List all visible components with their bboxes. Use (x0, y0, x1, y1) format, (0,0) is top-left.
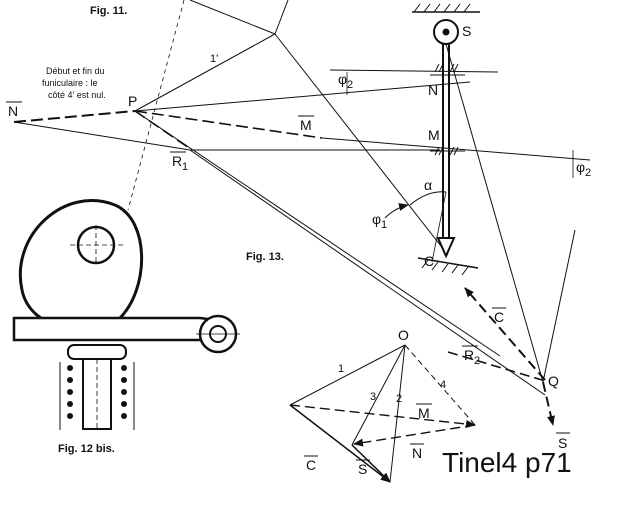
vector-s-poly (351, 444, 391, 483)
label-phi1-sub: 1 (381, 219, 387, 231)
hatch-m (430, 146, 465, 156)
hatch-n (430, 63, 465, 76)
label-s-pin: S (462, 23, 471, 39)
line-p-to-m (134, 110, 323, 139)
line-n-to-p (13, 110, 136, 123)
label-m-hinge: M (428, 127, 440, 143)
label-c-hinge: C (424, 253, 434, 269)
spring-coils (67, 365, 127, 419)
cam-profile (18, 199, 144, 332)
label-poly-n: N (412, 445, 422, 461)
handwritten-reference: Tinel4 p71 (442, 447, 572, 478)
ray-n-lower (13, 121, 191, 151)
label-r2-sub: 2 (474, 355, 480, 367)
bottom-wall (417, 257, 479, 269)
fig-12bis-cam (12, 199, 240, 430)
label-m-bar: M (300, 117, 312, 133)
follower-cap (67, 344, 127, 360)
note-line-1: Début et fin du (46, 66, 105, 76)
label-poly-s: S (358, 461, 367, 477)
vector-s (542, 381, 555, 426)
label-poly-2: 2 (396, 393, 402, 405)
label-poly-1: 1 (338, 363, 344, 375)
vector-c (464, 287, 546, 381)
label-c-vector: C (494, 309, 504, 325)
label-phi1: φ (372, 211, 381, 227)
alpha-arc (409, 191, 447, 206)
note-line-2: funiculaire : le (42, 78, 98, 88)
label-r1: R (172, 153, 182, 169)
fig-13-caption: Fig. 13. (246, 251, 284, 263)
label-r2: R (464, 347, 474, 363)
fig-11-caption: Fig. 11. (90, 5, 127, 17)
ray-junction-a (189, 0, 276, 35)
label-poly-3: 3 (370, 391, 376, 403)
label-o: O (398, 327, 409, 343)
label-poly-c: C (306, 457, 316, 473)
fig-11-funicular (13, 0, 591, 396)
phi1-arc (384, 203, 409, 219)
label-phi2-right: φ (576, 159, 585, 175)
ray-wall-down (189, 149, 546, 396)
ray-junction-b (274, 0, 289, 35)
ray-p-right (134, 81, 471, 112)
bottom-hatch (421, 259, 469, 276)
label-n-hinge: N (428, 82, 438, 98)
label-r1-sub: 1 (182, 161, 188, 173)
label-q: Q (548, 373, 559, 389)
label-phi2-top: φ (338, 71, 347, 87)
ray-junction-down (274, 33, 449, 256)
ray-p-long (134, 110, 501, 357)
fig-13-bar (346, 3, 574, 276)
top-hatch (413, 3, 471, 13)
follower-lever (12, 316, 227, 342)
label-p: P (128, 93, 137, 109)
vector-r2 (447, 351, 543, 381)
label-one-prime: 1' (210, 53, 218, 65)
right-vectors (445, 43, 576, 426)
note-line-3: côté 4' est nul. (48, 90, 106, 100)
label-n-bar: N (8, 103, 18, 119)
ray-m-right (321, 137, 591, 161)
arrow-head-c (436, 237, 456, 259)
vector-m-poly (289, 404, 476, 429)
ray-p-upper (134, 33, 276, 112)
label-alpha: α (424, 177, 432, 193)
fig-12bis-caption: Fig. 12 bis. (58, 443, 115, 455)
vector-n-poly (353, 424, 476, 447)
label-s-vector: S (558, 435, 567, 451)
label-phi2-right-sub: 2 (585, 167, 591, 179)
label-poly-4: 4 (440, 379, 446, 391)
ray-top-right (329, 69, 499, 73)
force-polygon (289, 344, 476, 483)
label-poly-m: M (418, 405, 430, 421)
label-phi2-top-sub: 2 (347, 79, 353, 91)
